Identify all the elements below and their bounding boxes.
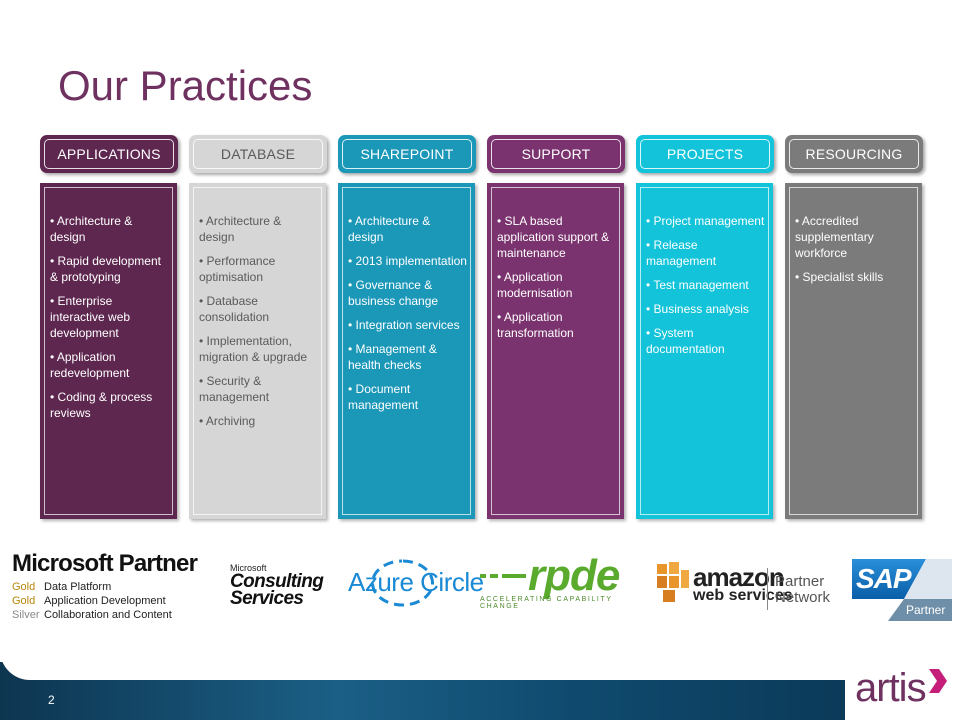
list-item: Architecture & design	[348, 213, 467, 245]
list-item: Performance optimisation	[199, 253, 318, 285]
tab-resourcing[interactable]: RESOURCING	[785, 135, 923, 173]
rpde-tagline: ACCELERATING CAPABILITY CHANGE	[480, 596, 613, 610]
panel-resourcing: Accredited supplementary workforceSpecia…	[785, 183, 922, 519]
tab-database[interactable]: DATABASE	[189, 135, 327, 173]
panel-support: SLA based application support & maintena…	[487, 183, 624, 519]
ms-level-1: Gold	[12, 581, 36, 593]
list-item: Security & management	[199, 373, 318, 405]
list-item: Application transformation	[497, 309, 616, 341]
tab-label: APPLICATIONS	[57, 146, 161, 162]
list-item: Integration services	[348, 317, 467, 333]
practice-list: SLA based application support & maintena…	[487, 183, 624, 341]
artis-arrow-icon	[929, 669, 947, 693]
practice-list: Project managementRelease managementTest…	[636, 183, 773, 357]
sap-logo-icon	[852, 559, 952, 621]
aws-partner: Partner Network	[775, 574, 830, 606]
list-item: Application redevelopment	[50, 349, 169, 381]
tab-support[interactable]: SUPPORT	[487, 135, 625, 173]
mcs-top: Microsoft	[230, 563, 267, 573]
ms-level-2: Gold	[12, 595, 36, 607]
list-item: Governance & business change	[348, 277, 467, 309]
artis-logo: artis	[855, 666, 927, 710]
panel-database: Architecture & designPerformance optimis…	[189, 183, 326, 519]
aws-partner2: Network	[775, 589, 831, 606]
ms-text-1: Data Platform	[44, 581, 112, 593]
list-item: Archiving	[199, 413, 318, 429]
list-item: System documentation	[646, 325, 765, 357]
practice-list: Architecture & design 2013 implementation…	[338, 183, 475, 413]
list-item: Specialist skills	[795, 269, 914, 285]
list-item: Application modernisation	[497, 269, 616, 301]
aws-partner1: Partner	[775, 573, 825, 590]
practice-list: Architecture & designRapid development &…	[40, 183, 177, 421]
list-item: Release management	[646, 237, 765, 269]
rpde-logo: rpde ACCELERATING CAPABILITY CHANGE	[480, 551, 625, 610]
azure-circle-logo: Azure Circle	[348, 559, 484, 607]
aws-boxes-icon	[657, 562, 689, 602]
panel-sharepoint: Architecture & design 2013 implementation…	[338, 183, 475, 519]
list-item: Test management	[646, 277, 765, 293]
rpde-dash-icon	[480, 574, 526, 578]
ms-level-3: Silver	[12, 609, 40, 621]
azure-text: Azure Circle	[348, 567, 484, 597]
panel-applications: Architecture & designRapid development &…	[40, 183, 177, 519]
list-item: SLA based application support & maintena…	[497, 213, 616, 261]
list-item: Database consolidation	[199, 293, 318, 325]
ms-row-1: Gold Data Platform	[12, 580, 212, 594]
panel-projects: Project managementRelease managementTest…	[636, 183, 773, 519]
sap-text: SAP	[856, 563, 912, 594]
list-item: Project management	[646, 213, 765, 229]
list-item: Accredited supplementary workforce	[795, 213, 914, 261]
aws-line1: amazon	[693, 562, 785, 592]
aws-divider	[767, 568, 768, 610]
slide-title: Our Practices	[58, 62, 313, 109]
tab-label: RESOURCING	[805, 146, 903, 162]
ms-row-2: Gold Application Development	[12, 594, 212, 608]
footer-curve	[0, 630, 960, 680]
list-item: Architecture & design	[50, 213, 169, 245]
list-item: Enterprise interactive web development	[50, 293, 169, 341]
tab-projects[interactable]: PROJECTS	[636, 135, 774, 173]
ms-row-3: Silver Collaboration and Content	[12, 608, 212, 622]
tab-label: PROJECTS	[666, 146, 744, 162]
tab-sharepoint[interactable]: SHAREPOINT	[338, 135, 476, 173]
mcs-line1: Consulting	[230, 571, 324, 592]
ms-text-3: Collaboration and Content	[44, 609, 172, 621]
mcs-line2: Services	[230, 588, 304, 609]
microsoft-partner-title: Microsoft Partner	[12, 550, 198, 577]
list-item: Business analysis	[646, 301, 765, 317]
list-item: Implementation, migration & upgrade	[199, 333, 318, 365]
list-item: Coding & process reviews	[50, 389, 169, 421]
tab-applications[interactable]: APPLICATIONS	[40, 135, 178, 173]
list-item: 2013 implementation	[348, 253, 467, 269]
azure-circle-icon	[371, 559, 434, 607]
tab-label: SUPPORT	[521, 146, 591, 162]
consulting-services-logo: Microsoft Consulting Services	[230, 563, 335, 609]
list-item: Document management	[348, 381, 467, 413]
tab-label: SHAREPOINT	[360, 146, 454, 162]
sap-partner-text: Partner	[906, 603, 946, 617]
ms-text-2: Application Development	[44, 595, 166, 607]
page-number: 2	[48, 693, 55, 707]
list-item: Architecture & design	[199, 213, 318, 245]
list-item: Rapid development & prototyping	[50, 253, 169, 285]
practice-list: Architecture & designPerformance optimis…	[189, 183, 326, 429]
sap-partner-logo: SAP Partner	[852, 559, 952, 621]
rpde-row: rpde	[480, 551, 625, 600]
rpde-text: rpde	[528, 551, 620, 600]
microsoft-partner-logo: Microsoft Partner Gold Data Platform Gol…	[12, 550, 212, 622]
tab-label: DATABASE	[220, 146, 296, 162]
list-item: Management & health checks	[348, 341, 467, 373]
practice-list: Accredited supplementary workforceSpecia…	[785, 183, 922, 285]
